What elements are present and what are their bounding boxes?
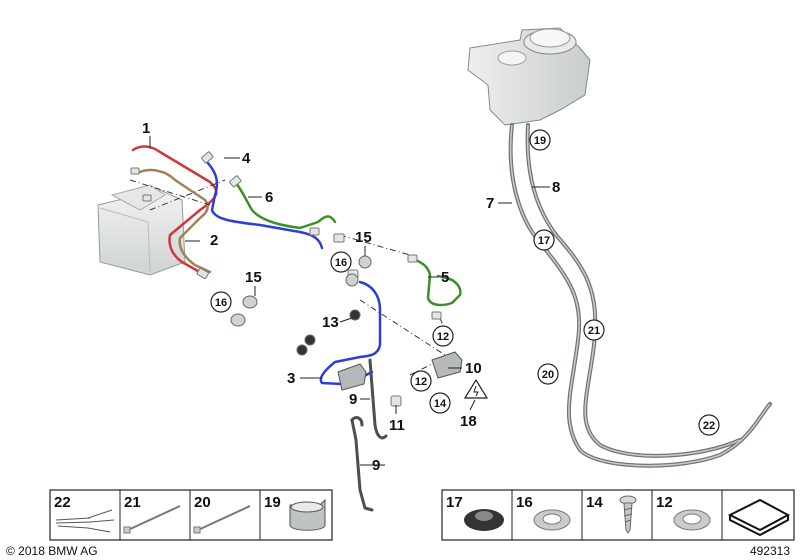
- washer-ring-icon: [533, 509, 571, 531]
- callout-15b: 15: [245, 269, 262, 286]
- callout-10: 10: [465, 360, 482, 377]
- hose-pair: [508, 123, 772, 468]
- warning-triangle-icon: [463, 378, 489, 399]
- callout-6: 6: [265, 189, 273, 206]
- legend-right-17: 17: [446, 494, 463, 511]
- legend-right-12: 12: [656, 494, 673, 511]
- parts-set-icon: [727, 498, 791, 537]
- tan-line: [138, 168, 212, 274]
- circled-22: 22: [703, 420, 715, 432]
- callout-1: 1: [142, 120, 150, 137]
- hose-pair-highlight: [509, 124, 771, 467]
- nozzles: [230, 255, 372, 356]
- legend-left-22: 22: [54, 494, 71, 511]
- circled-12a: 12: [437, 331, 449, 343]
- blue-line-4: [203, 158, 324, 250]
- reservoir-tank: [467, 27, 591, 126]
- callout-9a: 9: [349, 391, 357, 408]
- circled-19: 19: [534, 135, 546, 147]
- cable-tie-icon: [123, 505, 181, 534]
- legend-right-14: 14: [586, 494, 603, 511]
- callout-18: 18: [460, 413, 477, 430]
- connectors: [130, 151, 442, 407]
- callout-2: 2: [210, 232, 218, 249]
- circled-16a: 16: [335, 257, 347, 269]
- legend-left-19: 19: [264, 494, 281, 511]
- callouts: 1 2 3 4 5 6 7 8 9 9 10 11 13 15 15 18: [142, 120, 560, 474]
- circled-callouts: 16 16 12 12 14 17 19 20 21 22: [210, 129, 720, 436]
- circled-20: 20: [542, 369, 554, 381]
- copyright-text: © 2018 BMW AG: [6, 544, 98, 558]
- callout-13: 13: [322, 314, 339, 331]
- legend-right-16: 16: [516, 494, 533, 511]
- callout-11: 11: [389, 417, 405, 434]
- circled-12b: 12: [415, 376, 427, 388]
- callout-15a: 15: [355, 229, 372, 246]
- legend-right: 17 16 14 12: [441, 489, 795, 541]
- grommet-icon: [464, 509, 504, 531]
- green-line-6: [233, 180, 337, 230]
- callout-8: 8: [552, 179, 560, 196]
- callout-5: 5: [441, 269, 449, 286]
- circled-14: 14: [434, 398, 447, 410]
- callout-7: 7: [486, 195, 494, 212]
- screw-icon: [619, 495, 637, 534]
- legend-left-21: 21: [124, 494, 141, 511]
- hose-clip-icon: [289, 498, 326, 531]
- green-line-5: [410, 256, 462, 307]
- circled-17: 17: [538, 235, 550, 247]
- diagram-number: 492313: [750, 544, 790, 558]
- cable-bundle-icon: [55, 509, 115, 533]
- callout-3: 3: [287, 370, 295, 387]
- callout-4: 4: [242, 150, 251, 167]
- callout-leaders: [149, 136, 550, 466]
- washer-pump-3: [337, 363, 367, 391]
- pump-unit: [97, 184, 186, 276]
- washer-pump-10: [431, 351, 463, 379]
- legend-left: 22 21 20 19: [49, 489, 333, 541]
- cable-tie-icon-2: [193, 505, 251, 534]
- circled-21: 21: [588, 325, 600, 337]
- circled-16b: 16: [215, 297, 227, 309]
- washer-ring-icon-2: [673, 509, 711, 531]
- legend-left-20: 20: [194, 494, 211, 511]
- hose-9: [350, 358, 388, 512]
